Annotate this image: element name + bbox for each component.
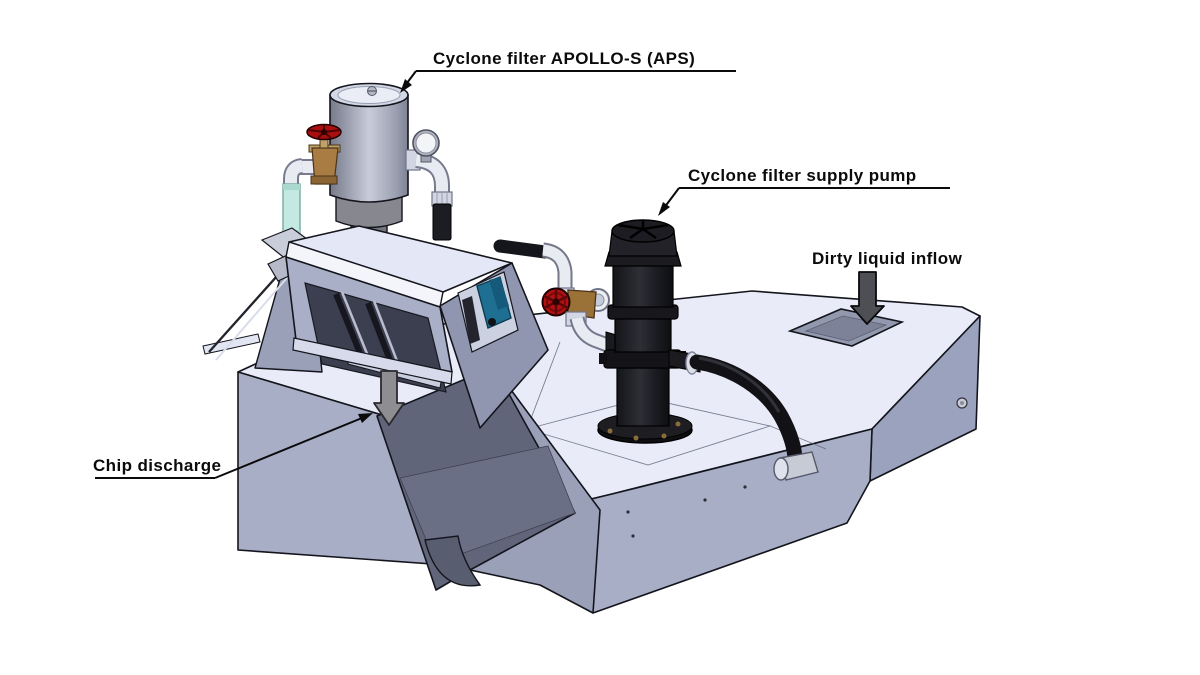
conveyor-chute-band <box>399 445 576 564</box>
gauge-elbow <box>415 154 448 196</box>
pressure-gauge-face <box>415 132 437 154</box>
dirty-inflow-block-arrow <box>850 271 885 325</box>
elbow-to-pump <box>571 316 612 352</box>
white-elbow <box>542 244 571 292</box>
conveyor-discharge-head <box>285 225 549 429</box>
tank-bolt-holes <box>626 485 747 538</box>
leader-arrowhead-cyclone <box>400 79 412 93</box>
conveyor-rounded-bottom <box>424 535 482 587</box>
callout-chip-discharge: Chip discharge <box>93 413 373 479</box>
incline-rail-light <box>215 271 293 361</box>
filter-top-plug <box>367 86 377 96</box>
pump-supply-piping <box>493 239 621 359</box>
incline-rail-dark <box>208 265 287 353</box>
coupling-ribs <box>436 193 448 205</box>
callout-cyclone-filter: Cyclone filter APOLLO-S (APS) <box>400 49 736 93</box>
clamp-lug-left <box>599 353 607 364</box>
filter-inlet-piping <box>282 123 342 239</box>
pump-discharge-hose <box>689 354 819 481</box>
blue-motor-shading <box>489 277 509 310</box>
gauge-black-hose-segment <box>432 203 452 241</box>
pump-lower-body <box>616 367 670 427</box>
leader-line-chip <box>214 417 363 479</box>
filter-cylinder-body <box>329 94 409 203</box>
tank-ledge-strip <box>202 333 261 355</box>
label-cyclone-filter: Cyclone filter APOLLO-S (APS) <box>433 49 695 68</box>
label-chip-discharge: Chip discharge <box>93 456 221 475</box>
hose-curve <box>689 354 803 468</box>
chip-conveyor-lower-section <box>376 366 601 614</box>
cyclone-filter-supply-pump <box>597 219 701 444</box>
fan-cap-spokes <box>617 220 669 240</box>
filter-lower-cone <box>335 194 403 229</box>
black-pipe-from-head <box>493 239 552 259</box>
valve-flange-bottom <box>310 175 338 185</box>
red-handwheel-pump <box>541 287 571 317</box>
hose-end-elbow-fitting <box>773 451 819 481</box>
handwheel-hub-pump <box>552 298 560 306</box>
callout-supply-pump: Cyclone filter supply pump <box>658 166 950 216</box>
pump-mid-body <box>614 317 672 353</box>
hose-highlight <box>698 356 781 413</box>
label-dirty-inflow: Dirty liquid inflow <box>812 249 963 268</box>
head-lower-rail <box>292 337 453 385</box>
callout-dirty-inflow: Dirty liquid inflow <box>812 249 963 268</box>
handwheel-hub <box>321 129 327 135</box>
conveyor-drive-motor <box>457 271 519 353</box>
leader-arrowhead-chip <box>358 413 373 423</box>
leader-arrowhead-pump <box>658 202 670 216</box>
cyan-pipe-top-band <box>283 184 300 190</box>
pump-upper-body <box>612 263 674 308</box>
motor-shaft <box>488 318 496 326</box>
motor-bracket <box>462 296 480 344</box>
cyclone-filter-unit <box>260 82 453 282</box>
gate-valve-filter <box>306 123 342 185</box>
flange-bolts <box>607 421 681 441</box>
label-supply-pump: Cyclone filter supply pump <box>688 166 917 185</box>
tank-drain-plug <box>956 397 968 409</box>
gauge-piping <box>405 129 453 241</box>
pipe-elbow-left <box>285 160 303 187</box>
chip-discharge-block-arrow <box>373 370 405 426</box>
